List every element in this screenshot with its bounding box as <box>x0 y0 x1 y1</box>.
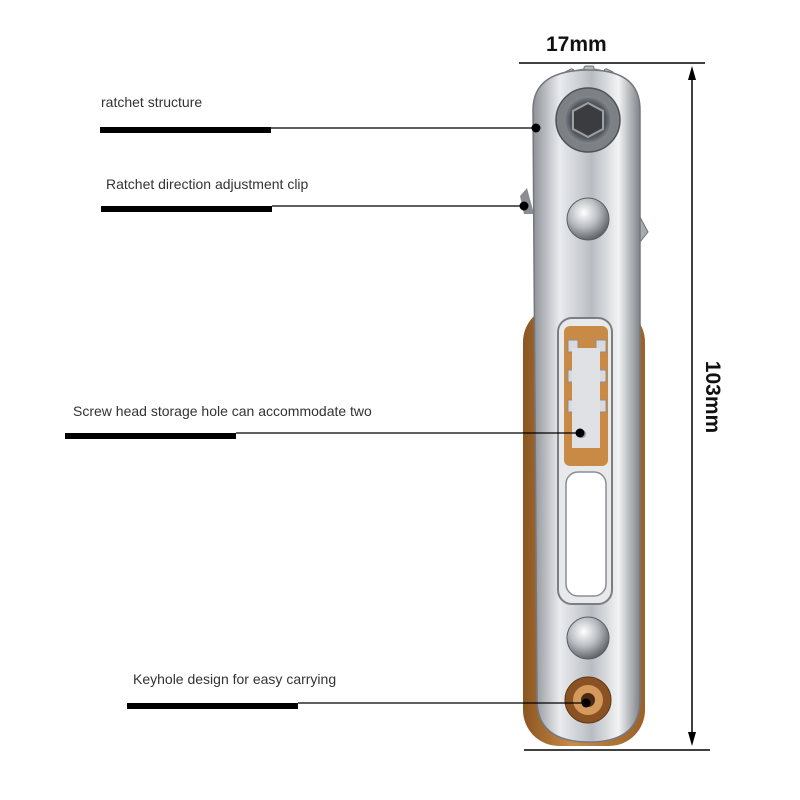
upper-rivet <box>566 197 610 241</box>
ratchet-socket <box>555 87 621 153</box>
lower-rivet <box>566 616 610 660</box>
wrench <box>520 65 649 746</box>
callout-direction-clip: Ratchet direction adjustment clip <box>106 176 309 192</box>
width-dimension-label: 17mm <box>546 33 607 56</box>
callout-ratchet-structure: ratchet structure <box>101 94 203 110</box>
callout-keyhole: Keyhole design for easy carrying <box>133 671 337 687</box>
callout-lines <box>65 123 591 709</box>
height-dimension-label: 103mm <box>701 360 724 434</box>
dimension-lines <box>519 62 710 751</box>
callout-storage-hole: Screw head storage hole can accommodate … <box>73 403 372 419</box>
storage-slot <box>557 317 613 605</box>
